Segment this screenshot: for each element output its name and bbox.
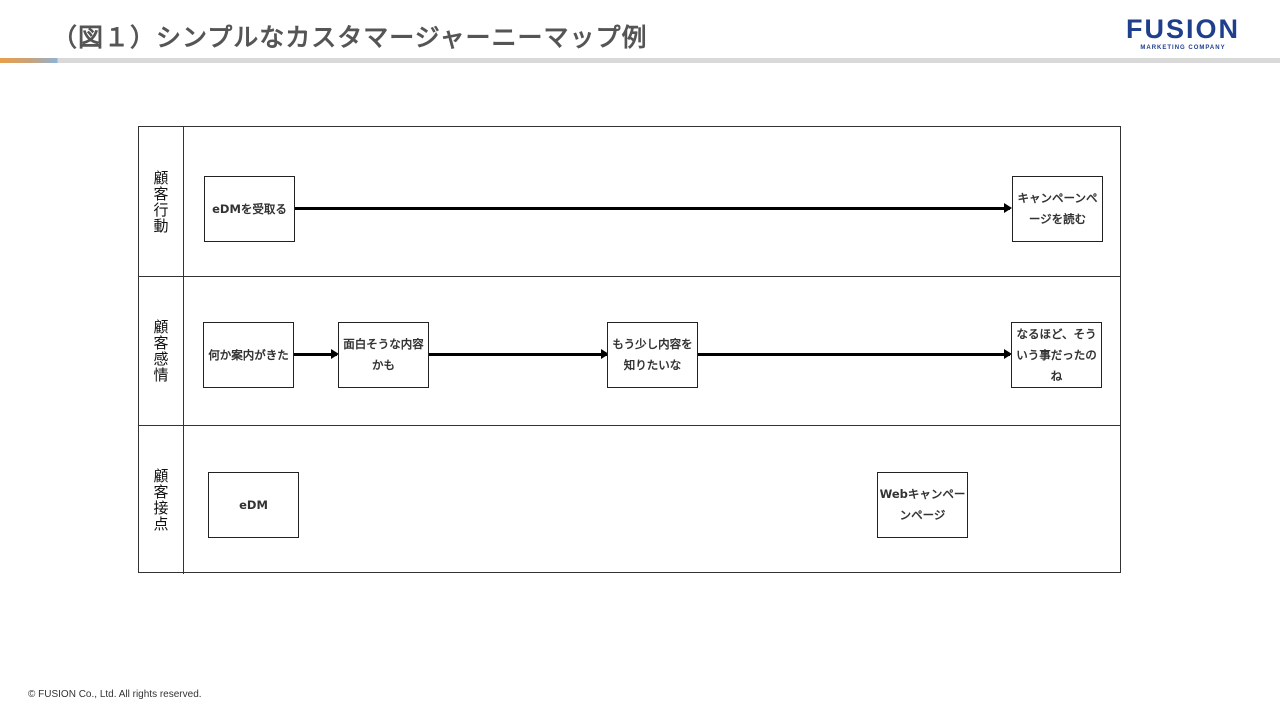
row-customer-emotion: 顧客感情 何か案内がきた 面白そうな内容かも もう少し内容を知りたいな なるほど… [139,276,1120,425]
row-label: 顧客行動 [151,169,170,234]
flow-arrow [295,203,1012,213]
flow-arrow [698,349,1012,359]
flow-arrow [429,349,609,359]
node-touchpoint-web: Webキャンペーンページ [877,472,968,538]
row-header: 顧客感情 [139,277,184,425]
node-read-campaign-page: キャンペーンページを読む [1012,176,1103,242]
node-emotion-3: もう少し内容を知りたいな [607,322,698,388]
header-divider [0,58,1280,63]
logo-tagline: MARKETING COMPANY [1140,45,1226,51]
node-touchpoint-edm: eDM [208,472,299,538]
node-label: eDM [239,497,268,512]
row-customer-touchpoint: 顧客接点 eDM Webキャンペーンページ [139,425,1120,574]
node-label: もう少し内容を知りたいな [612,337,693,372]
node-emotion-4: なるほど、そういう事だったのね [1011,322,1102,388]
node-emotion-2: 面白そうな内容かも [338,322,429,388]
slide-title: （図１）シンプルなカスタマージャーニーマップ例 [52,23,648,52]
flow-arrow [294,349,339,359]
fusion-logo: FUSION MARKETING COMPANY [1118,14,1248,52]
logo-wordmark: FUSION [1125,14,1240,44]
copyright-footer: © FUSION Co., Ltd. All rights reserved. [28,689,202,700]
node-label: なるほど、そういう事だったのね [1016,326,1097,383]
row-label: 顧客感情 [151,319,170,383]
node-label: 面白そうな内容かも [343,337,424,372]
node-label: Webキャンペーンページ [879,487,966,522]
row-header: 顧客行動 [139,127,184,276]
journey-map: 顧客行動 eDMを受取る キャンペーンページを読む 顧客感情 何か案内がきた 面… [138,126,1121,574]
node-label: キャンペーンページを読む [1017,191,1098,226]
node-emotion-1: 何か案内がきた [203,322,294,388]
node-label: eDMを受取る [212,201,287,216]
node-receive-edm: eDMを受取る [204,176,295,242]
row-customer-action: 顧客行動 eDMを受取る キャンペーンページを読む [139,127,1120,276]
row-label: 顧客接点 [151,468,170,532]
row-header: 顧客接点 [139,426,184,574]
node-label: 何か案内がきた [208,347,289,362]
